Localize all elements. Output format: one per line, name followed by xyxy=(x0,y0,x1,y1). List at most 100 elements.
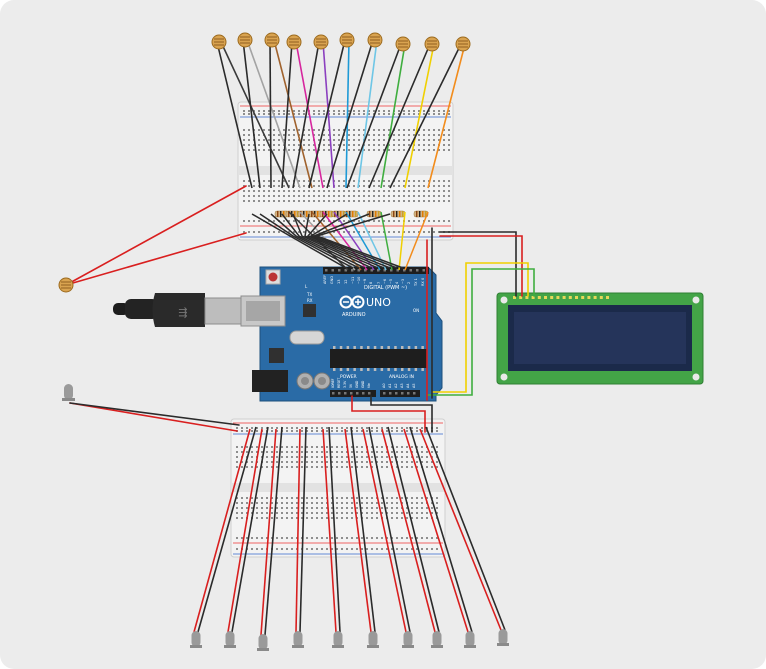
wire-ldr-left-2[interactable] xyxy=(65,232,247,286)
led-cathode-wire[interactable] xyxy=(425,426,506,631)
led-anode-wire[interactable] xyxy=(362,428,407,633)
resistor[interactable] xyxy=(413,210,429,218)
breadboard-hole xyxy=(321,446,323,448)
led[interactable] xyxy=(332,631,344,648)
resistor[interactable] xyxy=(366,210,382,218)
ldr-signal-wire[interactable] xyxy=(345,39,350,189)
photoresistor[interactable] xyxy=(367,32,383,48)
signal-wire[interactable] xyxy=(404,211,429,271)
photoresistor[interactable] xyxy=(264,32,280,48)
led-anode-wire[interactable] xyxy=(403,428,469,633)
led-cathode-wire[interactable] xyxy=(231,426,269,633)
ground-wire[interactable] xyxy=(309,213,391,269)
ground-wire[interactable] xyxy=(251,213,347,269)
ground-wire[interactable] xyxy=(292,213,373,269)
ldr-lead-wire[interactable] xyxy=(346,43,402,189)
photoresistor[interactable] xyxy=(313,34,329,50)
led-cathode-wire[interactable] xyxy=(197,426,257,633)
breadboard-bottom[interactable] xyxy=(230,418,446,558)
resistor[interactable] xyxy=(390,210,406,218)
led-cathode-wire[interactable] xyxy=(350,426,376,633)
led-left[interactable] xyxy=(62,384,75,401)
header-hole xyxy=(356,392,359,395)
ldr-signal-wire[interactable] xyxy=(380,43,406,189)
ldr-signal-wire[interactable] xyxy=(295,41,324,189)
ldr-lead-wire[interactable] xyxy=(281,41,293,189)
arduino-uno[interactable]: UNO ARDUINO DIGITAL (PWM ~) ANALOG IN PO… xyxy=(240,266,443,402)
led-anode-wire[interactable] xyxy=(381,428,436,633)
wire-led-left-red[interactable] xyxy=(69,402,238,432)
signal-wire[interactable] xyxy=(398,211,406,271)
ldr-lead-wire[interactable] xyxy=(368,43,431,189)
led-cathode-wire[interactable] xyxy=(368,426,411,633)
led[interactable] xyxy=(190,631,202,648)
photoresistor[interactable] xyxy=(237,32,253,48)
wire-ldr-left-1[interactable] xyxy=(65,185,247,286)
led-anode-wire[interactable] xyxy=(260,428,277,636)
photoresistor[interactable] xyxy=(395,36,411,52)
ldr-lead-wire[interactable] xyxy=(269,39,272,189)
ldr-signal-wire[interactable] xyxy=(427,43,466,189)
wire-lcd-red[interactable] xyxy=(439,235,523,297)
ldr-signal-wire[interactable] xyxy=(357,39,378,189)
ldr-lead-wire[interactable] xyxy=(389,43,462,189)
led[interactable] xyxy=(257,634,269,651)
wire-lcd-green[interactable] xyxy=(427,268,535,396)
lcd-display[interactable] xyxy=(496,292,704,385)
photoresistor[interactable] xyxy=(424,36,440,52)
led[interactable] xyxy=(431,631,443,648)
breadboard-hole xyxy=(346,461,348,463)
photoresistor[interactable] xyxy=(211,34,227,50)
photoresistor[interactable] xyxy=(286,34,302,50)
ground-wire[interactable] xyxy=(311,213,398,269)
led-cathode-wire[interactable] xyxy=(387,426,440,633)
wire-lcd-yellow[interactable] xyxy=(431,262,529,393)
led-anode-wire[interactable] xyxy=(344,428,372,633)
breadboard-hole xyxy=(328,190,330,192)
led-cathode-wire[interactable] xyxy=(299,426,307,633)
breadboard-hole xyxy=(388,180,390,182)
led[interactable] xyxy=(402,631,414,648)
signal-wire[interactable] xyxy=(380,211,393,271)
ldr-signal-wire[interactable] xyxy=(220,41,290,189)
ldr-lead-wire[interactable] xyxy=(308,39,346,189)
ground-wire[interactable] xyxy=(281,213,366,269)
ground-wire[interactable] xyxy=(304,213,379,269)
led-cathode-wire[interactable] xyxy=(328,426,341,633)
photoresistor-left[interactable] xyxy=(58,277,74,293)
led-anode-wire[interactable] xyxy=(227,428,263,633)
photoresistor[interactable] xyxy=(455,36,471,52)
ldr-signal-wire[interactable] xyxy=(322,41,335,189)
led-anode-wire[interactable] xyxy=(419,428,502,631)
ground-wire[interactable] xyxy=(270,213,360,269)
ground-wire[interactable] xyxy=(306,213,385,269)
led-cathode-wire[interactable] xyxy=(264,426,283,636)
photoresistor[interactable] xyxy=(339,32,355,48)
ldr-lead-wire[interactable] xyxy=(216,41,253,189)
led-anode-wire[interactable] xyxy=(193,428,251,633)
wire-5v-red[interactable] xyxy=(351,395,426,433)
ldr-signal-wire[interactable] xyxy=(246,39,301,189)
breadboard-hole xyxy=(428,190,430,192)
wire-led-left-black[interactable] xyxy=(69,402,240,426)
ldr-lead-wire[interactable] xyxy=(292,41,320,189)
ground-wire[interactable] xyxy=(314,213,404,269)
led[interactable] xyxy=(464,631,476,648)
led-anode-wire[interactable] xyxy=(295,428,301,633)
breadboard-hole xyxy=(363,149,365,151)
ldr-lead-wire[interactable] xyxy=(242,39,261,189)
ground-wire[interactable] xyxy=(259,213,354,269)
ldr-signal-wire[interactable] xyxy=(273,39,313,189)
led[interactable] xyxy=(367,631,379,648)
led-anode-wire[interactable] xyxy=(322,428,337,633)
ldr-lead-wire[interactable] xyxy=(326,39,374,189)
led[interactable] xyxy=(497,629,509,646)
led[interactable] xyxy=(224,631,236,648)
ldr-signal-wire[interactable] xyxy=(404,43,435,189)
led-cathode-wire[interactable] xyxy=(409,426,473,633)
wire-lcd-black[interactable] xyxy=(439,231,517,297)
wire-gnd-black[interactable] xyxy=(370,395,433,433)
usb-cable[interactable]: ⇶ xyxy=(113,293,244,327)
led[interactable] xyxy=(292,631,304,648)
